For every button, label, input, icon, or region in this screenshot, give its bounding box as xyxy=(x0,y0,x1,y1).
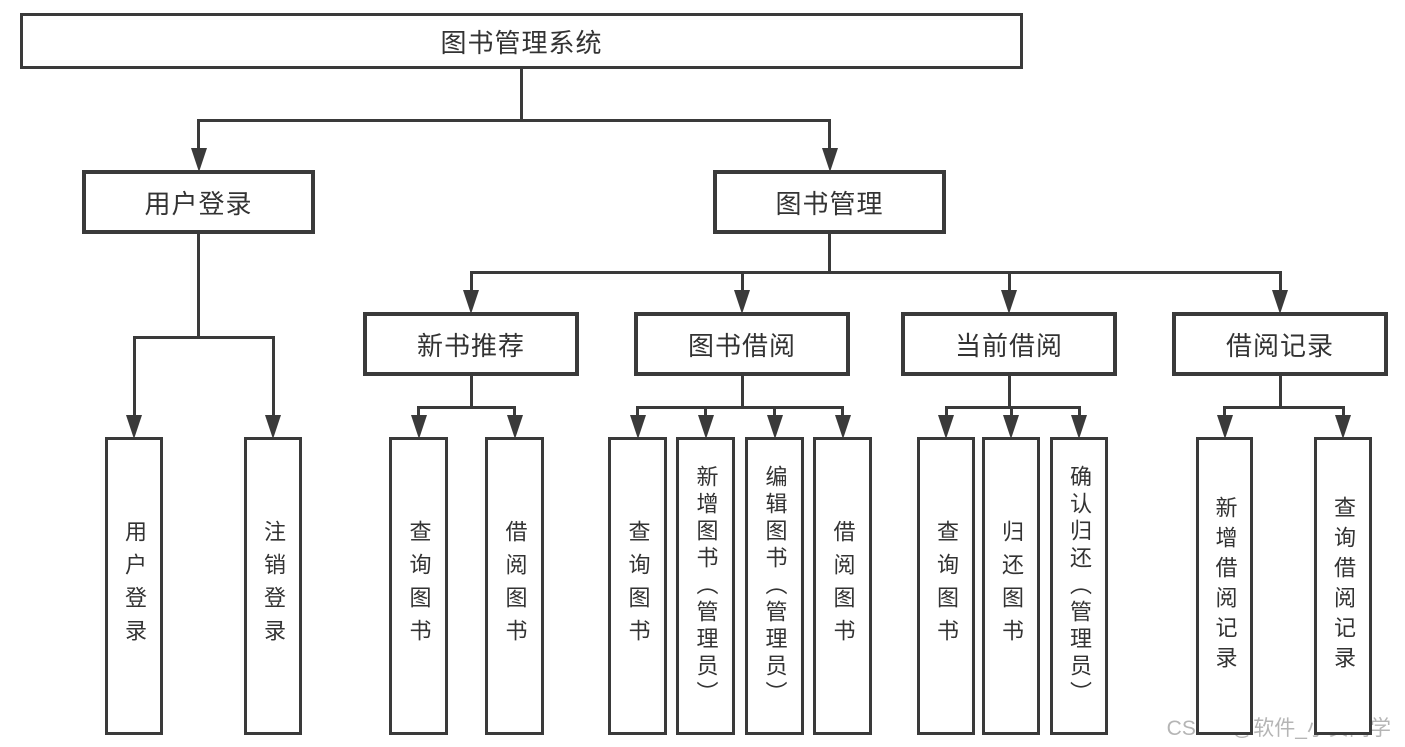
arrow-down-icon xyxy=(126,415,142,439)
connector-line-vertical xyxy=(828,233,831,272)
connector-line-horizontal xyxy=(469,270,1282,274)
connector-line-vertical xyxy=(197,233,200,337)
arrow-down-icon xyxy=(834,415,851,439)
connector-line-horizontal xyxy=(1223,405,1345,409)
arrow-down-icon xyxy=(1335,415,1351,439)
node-label-leaf-query-record: 查询借阅记录 xyxy=(1331,496,1356,676)
arrow-down-icon xyxy=(1071,415,1087,439)
node-label-new-book-rec: 新书推荐 xyxy=(416,330,525,361)
arrow-down-icon xyxy=(1216,415,1233,439)
node-book-borrow: 图书借阅 xyxy=(634,312,850,376)
arrow-down-icon xyxy=(697,415,714,439)
connector-line-vertical xyxy=(1278,272,1282,292)
connector-line-vertical xyxy=(513,407,516,417)
node-leaf-add-record: 新增借阅记录 xyxy=(1196,437,1253,735)
arrow-down-icon xyxy=(1003,415,1019,439)
node-label-leaf-query-book-1: 查询图书 xyxy=(406,520,432,652)
connector-line-horizontal xyxy=(197,118,831,122)
connector-line-vertical xyxy=(1007,375,1011,407)
node-label-user-login: 用户登录 xyxy=(144,188,253,219)
arrow-down-icon xyxy=(1272,290,1288,314)
node-leaf-borrow-book-1: 借阅图书 xyxy=(485,437,544,735)
node-leaf-query-book-1: 查询图书 xyxy=(389,437,448,735)
arrow-down-icon xyxy=(938,415,954,439)
node-label-leaf-query-book-2: 查询图书 xyxy=(625,520,651,652)
node-leaf-edit-book: 编辑图书（管理员） xyxy=(745,437,804,735)
node-leaf-query-book-2: 查询图书 xyxy=(608,437,667,735)
connector-line-horizontal xyxy=(417,405,516,409)
node-label-leaf-add-book: 新增图书（管理员） xyxy=(693,464,719,708)
node-leaf-query-book-3: 查询图书 xyxy=(917,437,975,735)
arrow-down-icon xyxy=(463,290,479,314)
connector-line-vertical xyxy=(636,407,639,417)
node-label-leaf-borrow-book-2: 借阅图书 xyxy=(830,520,856,652)
node-book-mgmt: 图书管理 xyxy=(713,170,946,234)
node-current-borrow: 当前借阅 xyxy=(901,312,1117,376)
arrow-down-icon xyxy=(734,290,750,314)
node-label-leaf-borrow-book-1: 借阅图书 xyxy=(502,520,528,652)
node-label-leaf-return-book: 归还图书 xyxy=(999,520,1024,652)
node-label-leaf-query-book-3: 查询图书 xyxy=(934,520,959,652)
arrow-down-icon xyxy=(629,415,646,439)
node-label-borrow-records: 借阅记录 xyxy=(1225,330,1334,361)
node-user-login: 用户登录 xyxy=(82,170,315,234)
connector-line-vertical xyxy=(1077,407,1081,417)
arrow-down-icon xyxy=(1001,290,1017,314)
arrow-down-icon xyxy=(410,415,427,439)
node-label-book-mgmt: 图书管理 xyxy=(775,188,884,219)
node-leaf-query-record: 查询借阅记录 xyxy=(1314,437,1372,735)
node-leaf-logout: 注销登录 xyxy=(244,437,302,735)
connector-line-vertical xyxy=(740,375,744,407)
connector-line-vertical xyxy=(132,337,136,417)
connector-line-vertical xyxy=(740,272,744,292)
connector-line-horizontal xyxy=(944,405,1081,409)
connector-line-vertical xyxy=(944,407,948,417)
arrow-down-icon xyxy=(506,415,523,439)
connector-line-vertical xyxy=(197,120,200,150)
connector-line-vertical xyxy=(773,407,776,417)
connector-line-vertical xyxy=(1341,407,1345,417)
node-new-book-rec: 新书推荐 xyxy=(363,312,579,376)
connector-line-vertical xyxy=(520,68,523,120)
connector-line-vertical xyxy=(469,375,473,407)
node-label-leaf-logout: 注销登录 xyxy=(261,520,286,652)
connector-line-vertical xyxy=(1223,407,1226,417)
connector-line-vertical xyxy=(417,407,420,417)
node-label-book-borrow: 图书借阅 xyxy=(687,330,796,361)
node-leaf-confirm-return: 确认归还（管理员） xyxy=(1050,437,1108,735)
node-root: 图书管理系统 xyxy=(20,13,1023,69)
arrow-down-icon xyxy=(766,415,783,439)
node-leaf-add-book: 新增图书（管理员） xyxy=(676,437,735,735)
arrow-down-icon xyxy=(821,148,838,172)
arrow-down-icon xyxy=(190,148,207,172)
connector-line-horizontal xyxy=(636,405,844,409)
node-leaf-user-login: 用户登录 xyxy=(105,437,163,735)
connector-line-vertical xyxy=(469,272,473,292)
connector-line-vertical xyxy=(1009,407,1013,417)
node-leaf-return-book: 归还图书 xyxy=(982,437,1040,735)
node-leaf-borrow-book-2: 借阅图书 xyxy=(813,437,872,735)
node-label-leaf-user-login: 用户登录 xyxy=(122,520,147,652)
node-label-current-borrow: 当前借阅 xyxy=(954,330,1063,361)
connector-line-vertical xyxy=(704,407,707,417)
node-label-root: 图书管理系统 xyxy=(440,27,603,58)
connector-line-vertical xyxy=(1007,272,1011,292)
arrow-down-icon xyxy=(265,415,281,439)
connector-line-vertical xyxy=(828,120,831,150)
connector-line-horizontal xyxy=(132,335,275,339)
connector-line-vertical xyxy=(1278,375,1282,407)
node-label-leaf-edit-book: 编辑图书（管理员） xyxy=(762,464,788,708)
connector-line-vertical xyxy=(271,337,275,417)
node-label-leaf-confirm-return: 确认归还（管理员） xyxy=(1067,464,1092,708)
node-label-leaf-add-record: 新增借阅记录 xyxy=(1212,496,1238,676)
connector-line-vertical xyxy=(841,407,844,417)
node-borrow-records: 借阅记录 xyxy=(1172,312,1388,376)
